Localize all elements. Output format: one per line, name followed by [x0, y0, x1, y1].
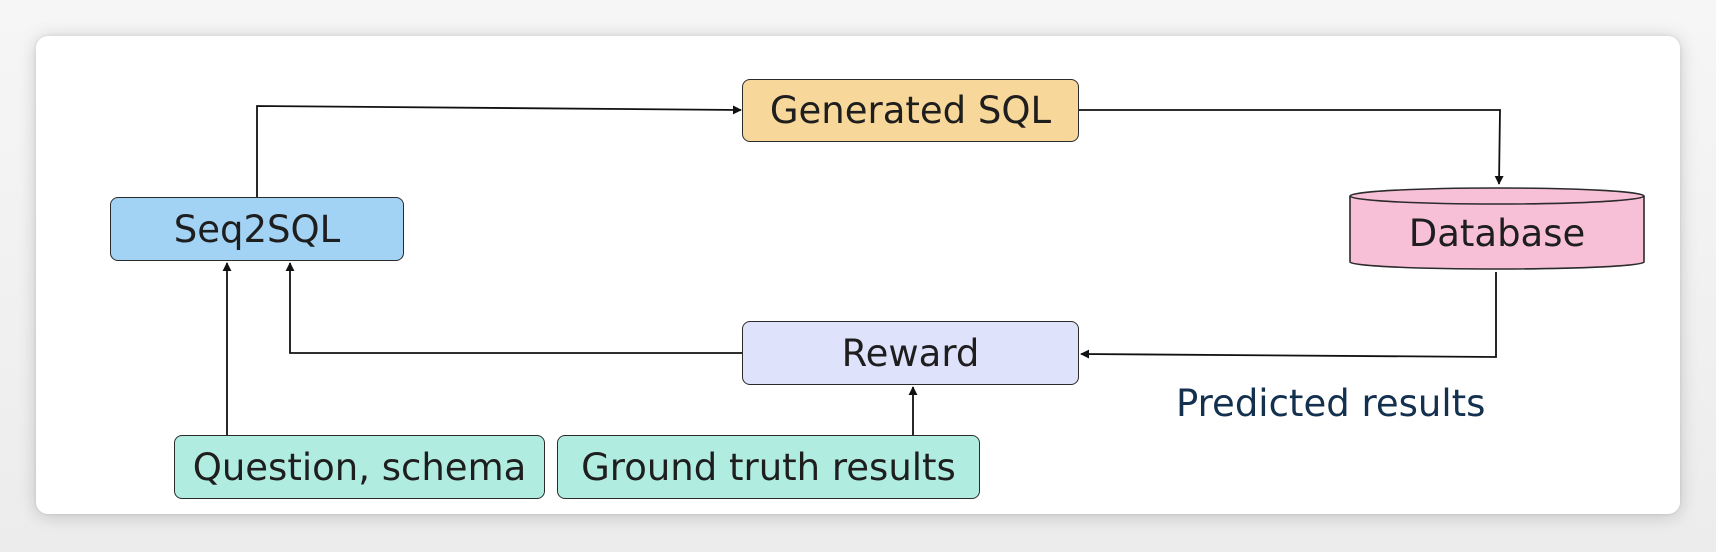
seq2sql-node: Seq2SQL — [110, 197, 404, 261]
edge-generated-sql-to-database — [1079, 109, 1504, 185]
edge-seq2sql-to-generated-sql — [256, 105, 742, 197]
question-schema-node: Question, schema — [174, 435, 545, 499]
question-schema-label: Question, schema — [192, 445, 527, 489]
database-label: Database — [1408, 211, 1586, 255]
edge-database-to-reward — [1080, 272, 1497, 359]
database-node: Database — [1350, 200, 1644, 266]
generated-sql-label: Generated SQL — [769, 89, 1052, 132]
ground-truth-label: Ground truth results — [581, 445, 956, 489]
database-cylinder — [1349, 187, 1645, 270]
generated-sql-node: Generated SQL — [742, 79, 1079, 142]
reward-label: Reward — [841, 331, 980, 375]
seq2sql-label: Seq2SQL — [173, 207, 341, 251]
ground-truth-node: Ground truth results — [557, 435, 980, 499]
reward-node: Reward — [742, 321, 1079, 385]
predicted-results-label: Predicted results — [1176, 382, 1486, 425]
edge-reward-to-seq2sql — [285, 262, 742, 354]
